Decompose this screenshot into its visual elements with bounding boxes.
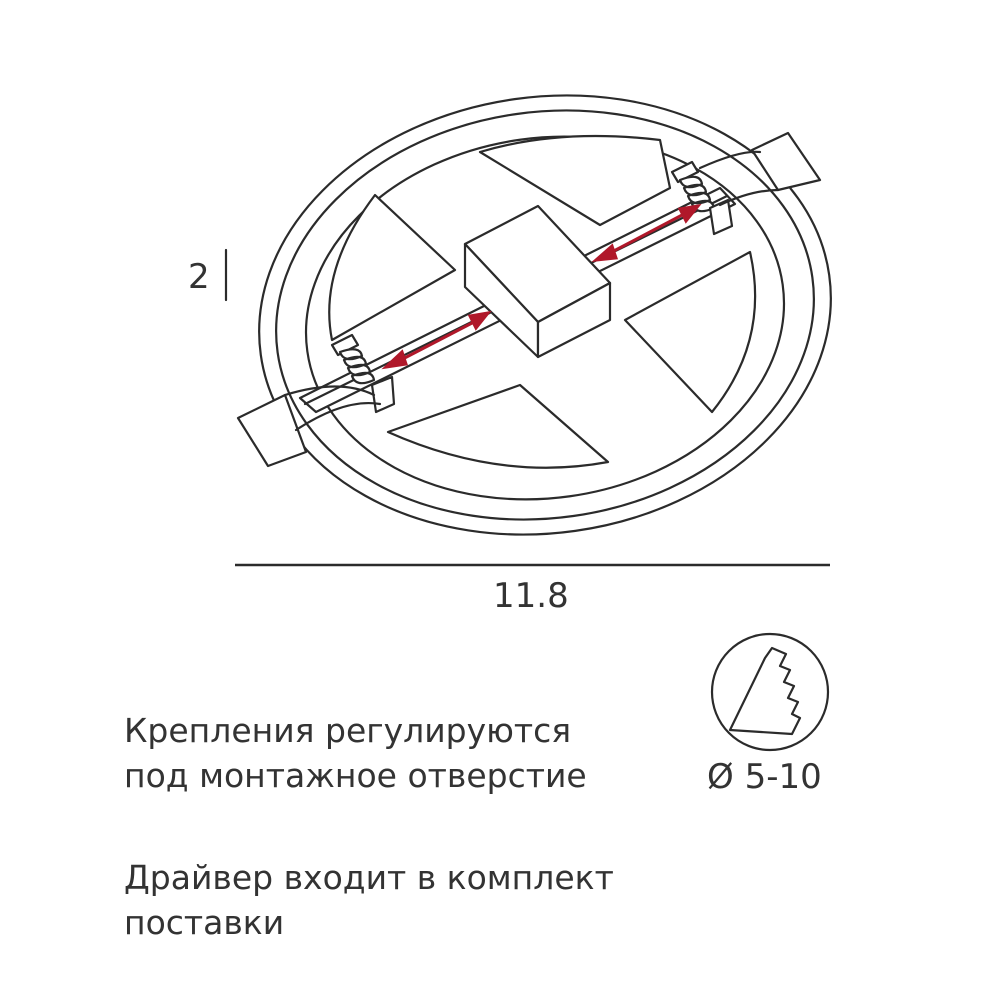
note-line: под монтажное отверстие (124, 756, 587, 795)
cutout-diameter-label: Ø 5-10 (707, 757, 822, 797)
panel-top (478, 134, 672, 227)
adjust-arrow-icon (381, 203, 702, 370)
width-dimension-label: 11.8 (493, 576, 569, 616)
note-driver-included: Драйвер входит в комплект поставки (124, 855, 614, 945)
panel-left (328, 193, 457, 342)
note-line: Крепления регулируются (124, 711, 572, 750)
note-mounting-clips: Крепления регулируются под монтажное отв… (124, 708, 587, 798)
driver-box-side (536, 281, 612, 359)
outer-rim (258, 94, 832, 536)
saw-blade-icon (710, 632, 830, 752)
diffuser-edge (304, 135, 786, 501)
left-spring-clip (236, 333, 396, 468)
right-spring-clip (670, 131, 822, 236)
panel-bottom (386, 383, 610, 469)
note-line: поставки (124, 903, 285, 942)
luminaire-drawing (224, 94, 832, 567)
note-line: Драйвер входит в комплект (124, 858, 614, 897)
panel-right (623, 250, 757, 414)
height-dimension-label: 2 (188, 257, 210, 297)
inner-rim (275, 109, 815, 521)
